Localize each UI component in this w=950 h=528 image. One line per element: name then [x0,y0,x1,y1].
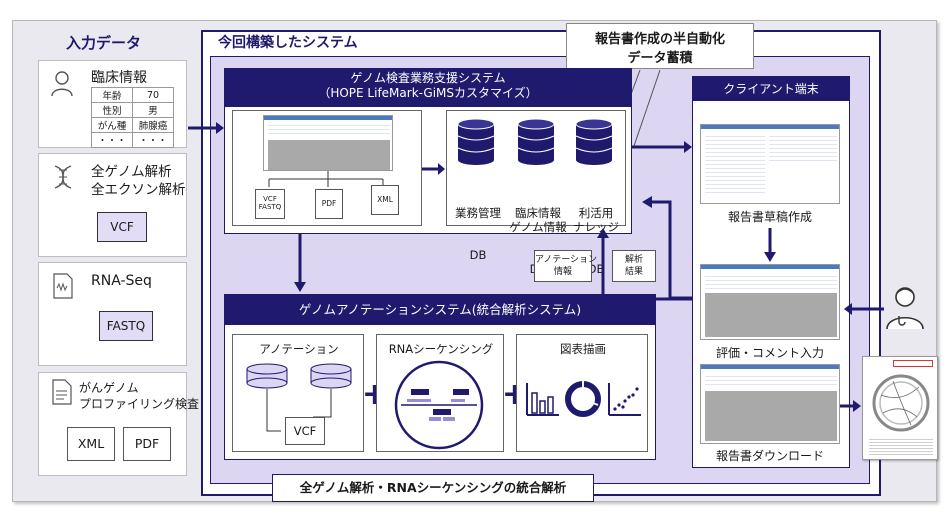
rna-title: RNA-Seq [91,273,152,289]
database-icon [246,363,288,389]
review-label: 評価・コメント入力 [715,346,824,360]
clinical-title: 臨床情報 [91,70,147,86]
annotation-header: ゲノムアノテーションシステム(統合解析システム) [225,295,655,325]
clinical-value: 肺腺癌 [132,117,174,133]
rna-seq-subbox-title: RNAシーケンシング [388,342,494,356]
database-icon [310,363,352,389]
download-screenshot [700,364,840,444]
system-title: 今回構築したシステム [218,35,358,51]
wgs-line2: 全エクソン解析 [91,182,186,198]
xml-doc: XML [371,185,399,215]
integration-banner: 全ゲノム解析・RNAシーケンシングの統合解析 [272,474,594,502]
rna-seq-subbox: RNAシーケンシング [376,334,504,452]
db-label-ops-l1: 業務管理 [455,206,501,220]
xml-file-label: XML [77,436,105,451]
xml-file-card: XML [67,427,115,461]
review-screenshot [700,264,840,340]
report-document [862,356,938,460]
arrow-client-to-db [642,196,692,300]
circos-plot-icon [872,374,930,432]
hope-header: ゲノム検査業務支援システム （HOPE LifeMark-GiMSカスタマイズ） [225,69,631,107]
clinical-value: ・・・ [132,132,174,148]
vcf-file-card: VCF [97,212,147,242]
callout-box: 報告書作成の半自動化 データ蓄積 [566,23,754,69]
panel-line2: プロファイリング検査 [79,397,200,411]
clinical-value: 男 [132,102,174,118]
db-label-genome: 臨床情報 ゲノム情報 DB [506,178,570,290]
fastq-file-card: FASTQ [99,311,153,341]
database-icon [457,118,495,165]
draft-screenshot [700,124,840,204]
annotation-vcf-label: VCF [293,424,317,438]
clinical-key: ・・・ [91,132,133,148]
db-label-ops: 業務管理 DB [448,178,508,276]
annotation-info-note: アノテーション 情報 [534,250,597,282]
hope-title: ゲノム検査業務支援システム [350,71,506,85]
arrow-annotation-to-client [656,297,692,301]
arrow-input-to-hope [188,122,224,134]
db-label-ops-l2: DB [469,248,487,262]
hope-screenshot [263,115,393,171]
hope-workspace: VCF FASTQ PDF XML [232,110,422,226]
clinical-value: 70 [132,87,174,103]
annotation-vcf-doc: VCF [285,417,325,445]
database-icon [517,118,555,165]
arrow-draft-to-review [764,228,776,262]
doctor-icon [886,287,924,330]
clinical-key: 年齢 [91,87,133,103]
panel-card: がんゲノム プロファイリング検査 XML PDF [38,372,199,476]
patient-icon [51,71,73,97]
db-label-genome-l1: 臨床情報 ゲノム情報 [509,206,567,234]
clinical-key: がん種 [91,117,133,133]
dna-icon [54,165,72,189]
rna-doc-icon [53,273,73,299]
annotation-title: ゲノムアノテーションシステム(統合解析システム) [298,302,582,317]
clinical-key: 性別 [91,102,133,118]
wgs-line1: 全ゲノム解析 [91,164,172,180]
arrow-user-to-review [844,303,884,315]
input-title: 入力データ [66,34,142,52]
arrow-download-to-report [840,400,861,412]
pdf-doc: PDF [315,189,343,219]
fastq-file-label: FASTQ [106,319,146,333]
chart-subbox-title: 図表描画 [560,342,606,356]
arrow-annotation-to-db [597,228,609,294]
pdf-file-label: PDF [134,436,160,451]
annotation-subbox: アノテーション VCF [232,334,364,452]
draft-label: 報告書草稿作成 [727,210,812,224]
pdf-file-card: PDF [123,427,171,461]
bar-chart-icon [526,383,559,416]
db-icons [457,118,613,165]
callout-line1: 報告書作成の半自動化 [594,32,725,47]
arrow-hope-to-client [632,141,692,153]
client-header: クライアント端末 [693,77,849,101]
annotation-db-icons [246,363,352,432]
rna-card: RNA-Seq FASTQ [38,262,187,366]
vcf-fastq-doc: VCF FASTQ [255,189,285,219]
arrow-hope-to-annotation [294,234,306,292]
analysis-result-note: 解析 結果 [612,250,656,282]
panel-line1: がんゲノム [79,381,139,395]
callout-line2: データ蓄積 [627,51,693,66]
chart-subbox: 図表描画 [516,334,648,452]
arrow-to-db [422,163,445,175]
pie-chart-icon [565,381,601,417]
database-icon [575,118,613,165]
vcf-file-label: VCF [110,220,134,234]
integration-banner-text: 全ゲノム解析・RNAシーケンシングの統合解析 [299,480,567,495]
download-label: 報告書ダウンロード [715,449,824,463]
wgs-card: 全ゲノム解析 全エクソン解析 VCF [38,153,187,257]
rna-seq-circle-icon [394,360,484,450]
client-title: クライアント端末 [723,82,819,96]
db-label-knowledge-l1: 利活用 ナレッジ [573,206,619,234]
hope-subtitle: （HOPE LifeMark-GiMSカスタマイズ） [318,86,538,100]
scatter-plot-icon [608,383,641,416]
report-doc-icon [52,379,72,405]
annotation-subbox-title: アノテーション [259,342,339,356]
